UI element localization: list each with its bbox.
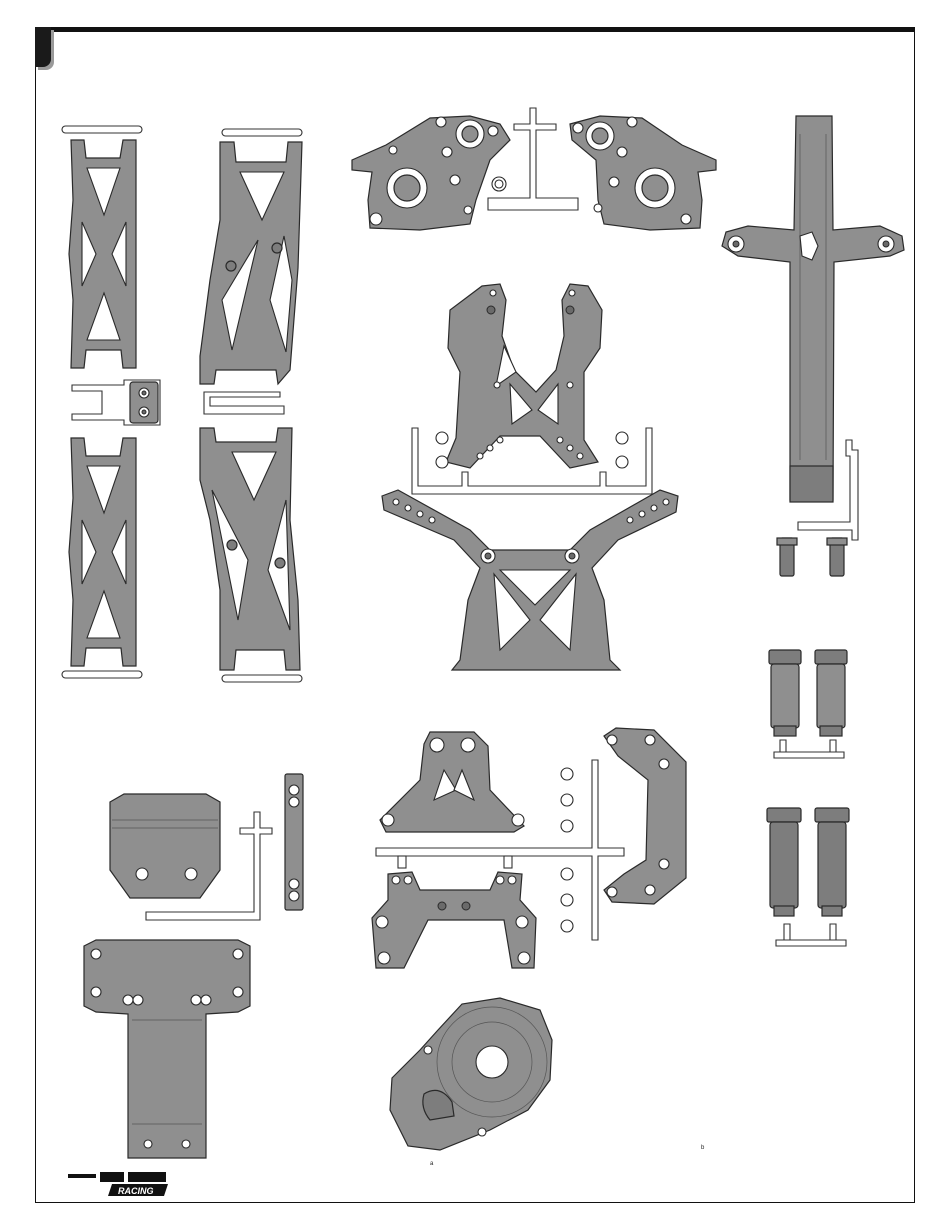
- rear-arm-sprue-small: [204, 392, 284, 414]
- front-shock-tower-small-part: [372, 872, 536, 968]
- center-chassis-brace-part: [722, 116, 904, 502]
- front-shock-bodies-part: [769, 650, 847, 758]
- front-skid-plate-part: [110, 794, 220, 898]
- gearbox-case-left-part: [352, 116, 510, 230]
- rear-skid-plate-part: [84, 940, 250, 1158]
- marker-a-label: a: [430, 1161, 433, 1167]
- body-mount-bracket-part: [604, 728, 686, 904]
- front-shock-tower-part: [446, 284, 602, 468]
- svg-text:RACING: RACING: [118, 1186, 154, 1196]
- marker-b-label: b: [701, 1145, 704, 1151]
- spur-gear-cover-part: [390, 998, 552, 1150]
- rear-arm-upper-part: [200, 129, 302, 384]
- shock-tower-sprue: [412, 428, 652, 494]
- arm-sprue-small: [72, 380, 160, 425]
- gearbox-sprue: [488, 108, 578, 210]
- rear-body-mount-part: [382, 490, 678, 670]
- front-arm-upper-part: [62, 126, 142, 368]
- front-arm-lower-part: [62, 438, 142, 678]
- rear-shock-tower-part: [380, 732, 524, 832]
- rear-arm-lower-part: [200, 428, 302, 682]
- rear-shock-bodies-part: [767, 808, 849, 946]
- gearbox-case-right-part: [570, 116, 716, 230]
- hpi-racing-logo: RACING: [66, 1170, 170, 1198]
